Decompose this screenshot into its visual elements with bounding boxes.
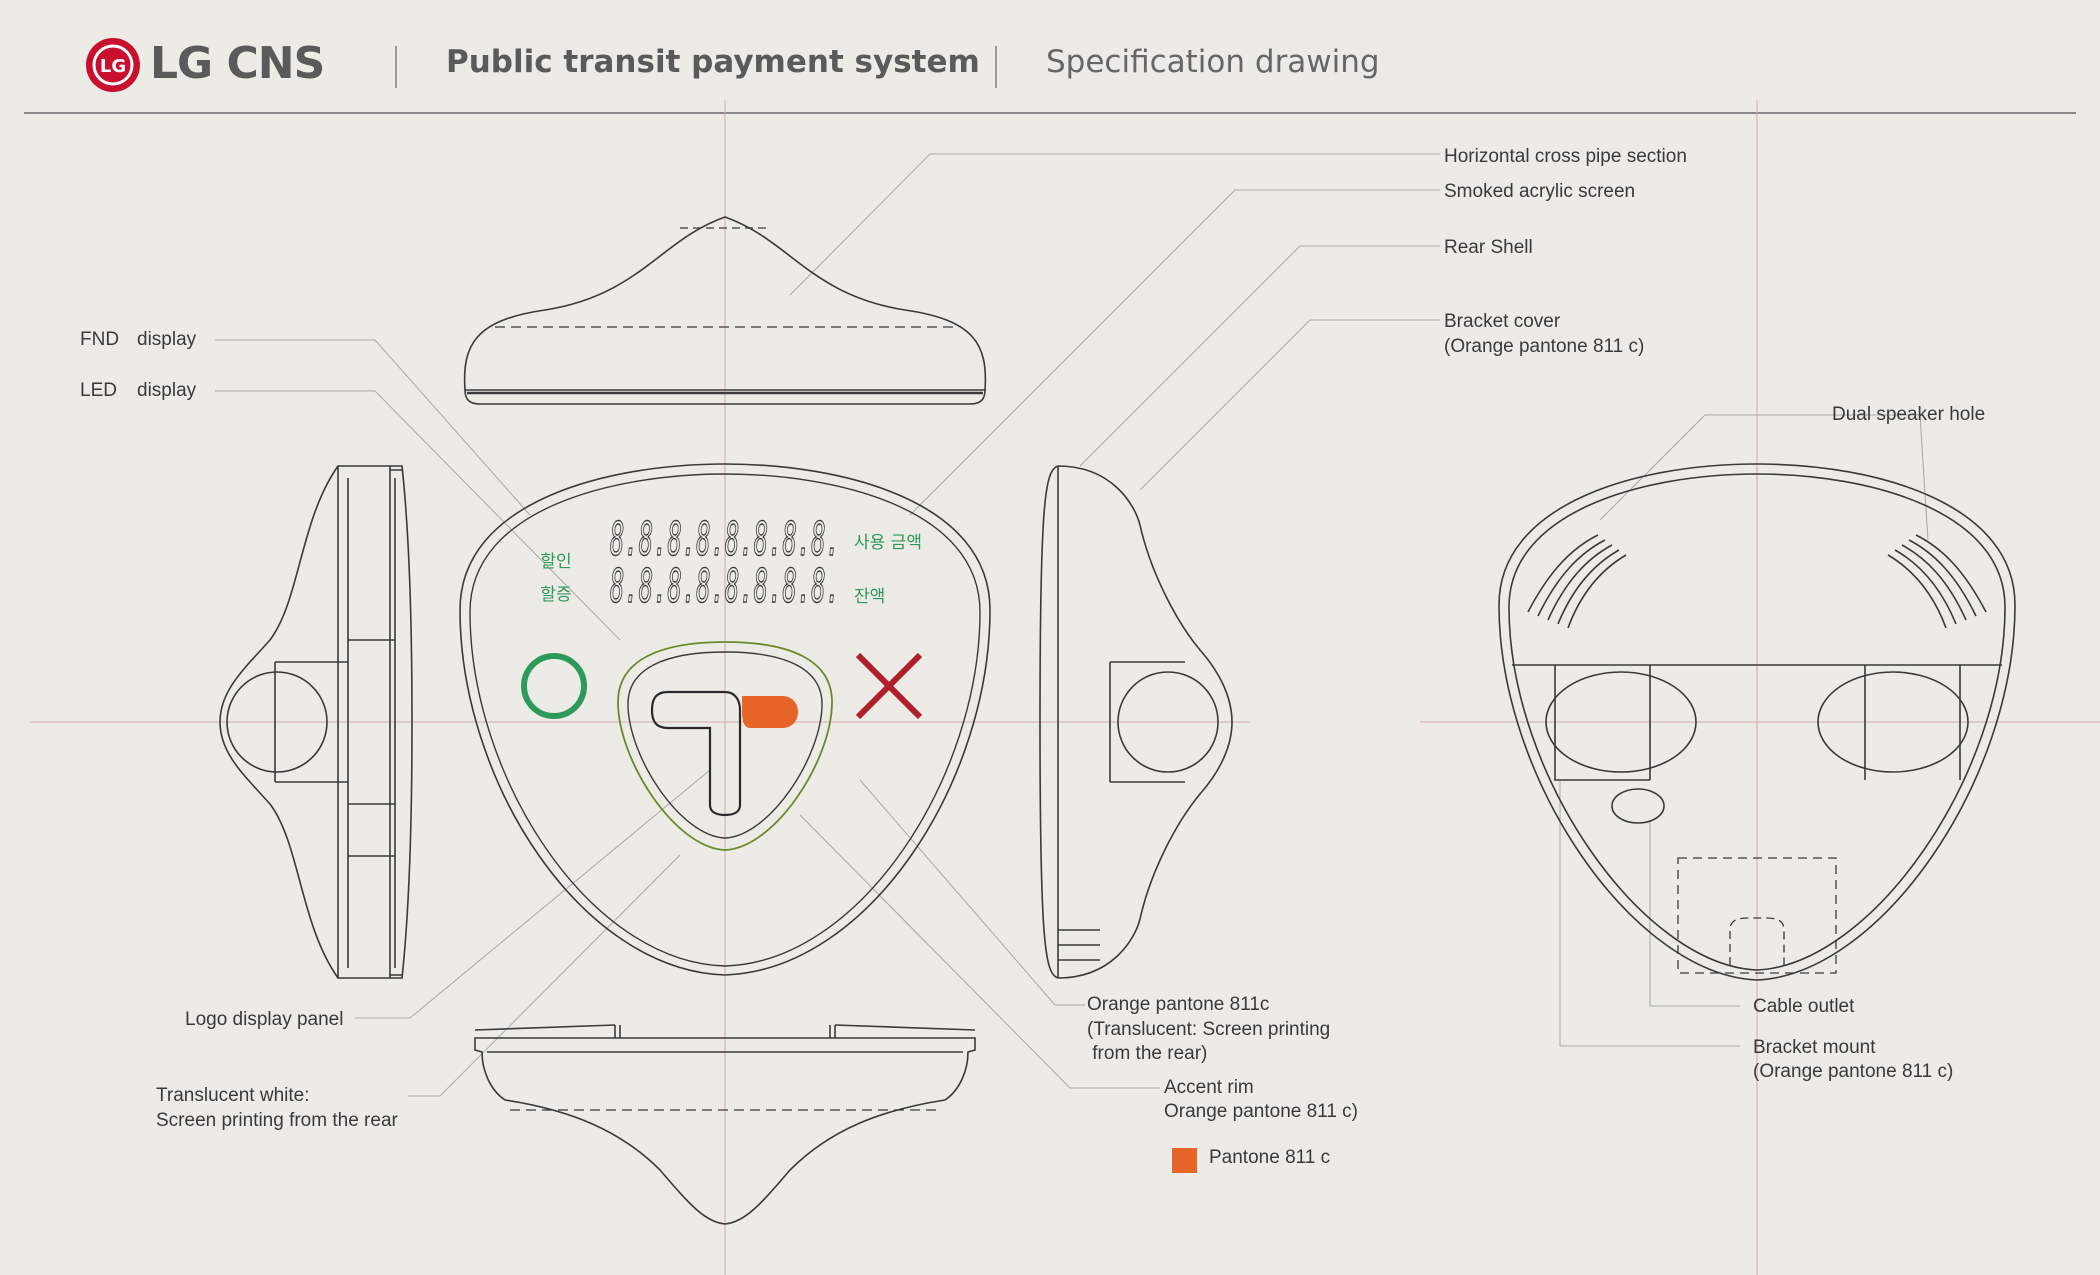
label-orange-811c-detail-2: from the rear) — [1087, 1043, 1208, 1064]
label-cable-outlet: Cable outlet — [1753, 996, 1855, 1017]
label-accent-rim: Accent rim — [1164, 1077, 1254, 1098]
center-lines — [30, 100, 2100, 1275]
fnd-digits-row-2: 8.8.8.8.8.8.8.8. — [610, 559, 840, 613]
label-bracket-cover: Bracket cover — [1444, 311, 1561, 332]
label-bracket-mount: Bracket mount — [1753, 1037, 1876, 1058]
label-dual-speaker: Dual speaker hole — [1832, 404, 1986, 425]
label-orange-811c-detail: (Translucent: Screen printing — [1087, 1019, 1331, 1040]
left-side-view — [219, 465, 413, 979]
label-rear-shell: Rear Shell — [1444, 237, 1533, 258]
page-title: Public transit payment system — [446, 44, 980, 80]
label-bracket-cover-color: (Orange pantone 811 c) — [1444, 336, 1645, 357]
label-horizontal-pipe: Horizontal cross pipe section — [1444, 146, 1687, 167]
rear-view — [1498, 463, 2016, 981]
label-led: LED — [80, 380, 117, 401]
t-logo-icon — [650, 690, 742, 817]
front-view: 할인 할증 사용 금액 잔액 8.8.8.8.8.8.8.8. 8.8.8.8.… — [459, 463, 991, 976]
lg-logo-icon: LG — [86, 38, 140, 92]
label-pantone-legend: Pantone 811 c — [1209, 1147, 1331, 1168]
label-translucent: Translucent white: — [156, 1085, 310, 1106]
speaker-holes-left-icon — [1527, 534, 1627, 629]
brand-name: LG CNS — [150, 38, 325, 89]
label-fnd: FND — [80, 329, 120, 350]
right-side-view — [1039, 465, 1233, 979]
orange-tab-icon — [742, 696, 798, 728]
amount-used-label: 사용 금액 — [854, 533, 922, 553]
accent-rim — [617, 641, 833, 851]
ok-circle-icon — [521, 653, 587, 719]
logo-mark: LG — [100, 56, 126, 77]
label-logo-panel: Logo display panel — [185, 1009, 344, 1030]
label-translucent-detail: Screen printing from the rear — [156, 1110, 398, 1131]
top-view — [463, 216, 987, 405]
surcharge-label: 할증 — [540, 585, 571, 605]
error-x-icon — [855, 652, 923, 720]
label-accent-rim-color: Orange pantone 811 c) — [1164, 1101, 1359, 1122]
label-bracket-mount-color: (Orange pantone 811 c) — [1753, 1061, 1954, 1082]
page-subtitle: Specification drawing — [1046, 44, 1380, 80]
label-led-display: display — [137, 380, 197, 401]
balance-label: 잔액 — [854, 587, 885, 607]
discount-label: 할인 — [540, 552, 571, 572]
fnd-digits-row-1: 8.8.8.8.8.8.8.8. — [610, 512, 840, 566]
speaker-holes-right-icon — [1887, 534, 1987, 629]
label-smoked-screen: Smoked acrylic screen — [1444, 181, 1636, 202]
bottom-view — [474, 1024, 976, 1225]
label-orange-811c: Orange pantone 811c — [1087, 994, 1270, 1015]
label-fnd-display: display — [137, 329, 197, 350]
pantone-swatch-icon — [1172, 1148, 1197, 1173]
leader-lines — [215, 153, 1929, 1097]
